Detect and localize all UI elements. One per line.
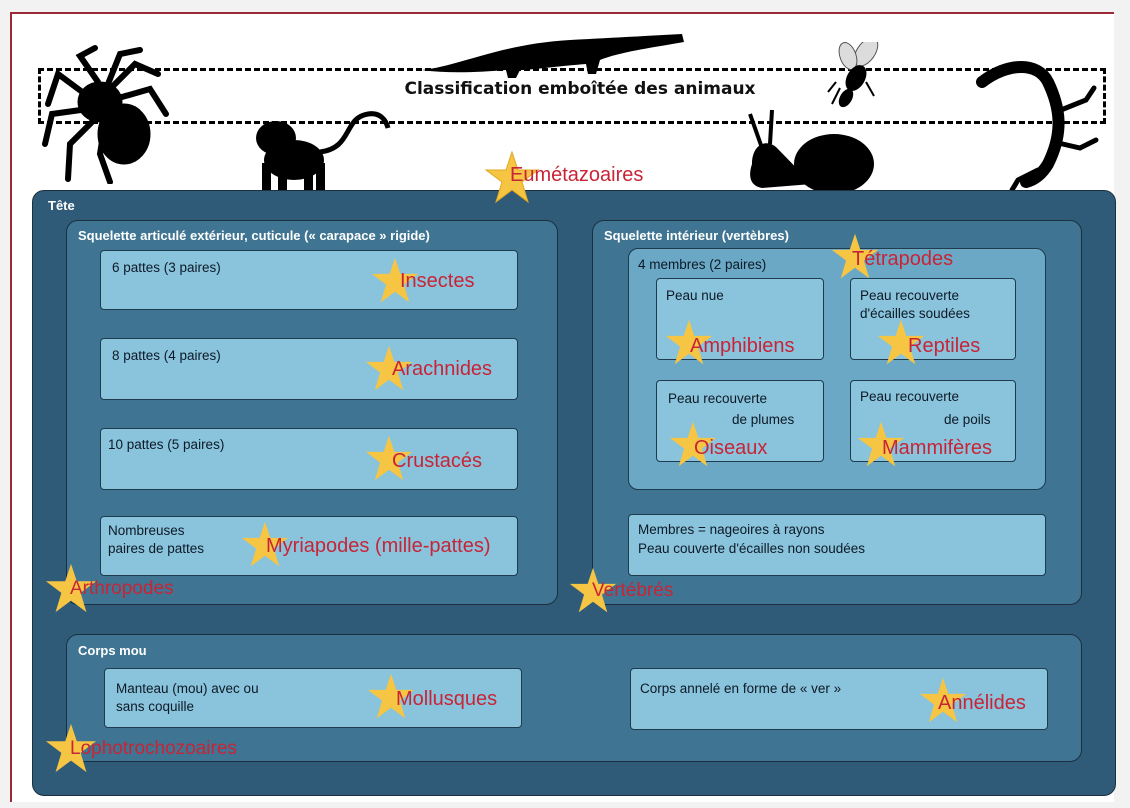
desc-insectes: 6 pattes (3 paires) [112,260,221,275]
star-icon [241,521,289,567]
title-box [38,68,1106,124]
star-icon [665,319,713,365]
star-icon [877,319,925,365]
star-icon [365,345,413,391]
desc-myriapodes-1: Nombreuses [108,523,185,538]
spider-icon [42,45,169,184]
desc-fish-2: Peau couverte d'écailles non soudées [638,541,865,556]
vertebrates-header: Squelette intérieur (vertèbres) [604,228,789,243]
monkey-icon [256,111,391,195]
taxon-oiseaux: Oiseaux [694,437,768,459]
wasp-icon [827,42,879,108]
box-annelides [630,668,1048,730]
box-poissons [628,514,1046,576]
tetrapods-header: 4 membres (2 paires) [638,257,767,272]
star-icon [484,150,540,204]
star-icon [857,421,905,467]
desc-reptiles-2: d'écailles soudées [860,306,970,321]
box-reptiles [850,278,1016,360]
taxon-crustaces: Crustacés [392,450,483,472]
arthropods-header: Squelette articulé extérieur, cuticule (… [78,228,430,243]
star-icon [919,677,967,723]
desc-mammiferes-2: de poils [944,412,991,427]
taxon-vertebres: Vertébrés [592,580,674,601]
desc-annelides: Corps annelé en forme de « ver » [640,681,842,696]
taxon-insectes: Insectes [400,270,475,292]
box-crustaces [100,428,518,490]
desc-arachnides: 8 pattes (4 paires) [112,348,221,363]
desc-amphibiens: Peau nue [666,288,724,303]
tete-label: Tête [48,198,75,213]
taxon-annelides: Annélides [938,692,1026,714]
snail-icon [748,109,874,194]
star-icon [365,435,413,481]
taxon-amphibiens: Amphibiens [690,335,795,357]
desc-mollusques-2: sans coquille [116,699,195,714]
diagram-title: Classification emboîtée des animaux [404,79,756,99]
desc-reptiles-1: Peau recouverte [860,288,960,303]
taxon-reptiles: Reptiles [908,335,981,357]
star-icon [45,723,97,773]
lizard-icon [976,61,1099,192]
taxon-arachnides: Arachnides [392,358,493,380]
taxon-tetrapodes: Tétrapodes [852,248,954,270]
box-myriapodes [100,516,518,576]
box-mollusques [104,668,522,728]
star-icon [45,563,97,613]
desc-mollusques-1: Manteau (mou) avec ou [116,681,259,696]
desc-mammiferes-1: Peau recouverte [860,389,960,404]
taxon-mollusques: Mollusques [396,688,498,710]
taxon-eumetazoaires: Eumétazoaires [510,164,644,186]
taxon-myriapodes: Myriapodes (mille-pattes) [266,535,491,557]
star-icon [367,673,415,719]
desc-oiseaux-2: de plumes [732,412,795,427]
corps-mou-label: Corps mou [78,643,147,658]
desc-crustaces: 10 pattes (5 paires) [108,437,225,452]
box-arachnides [100,338,518,400]
desc-myriapodes-2: paires de pattes [108,541,205,556]
taxon-mammiferes: Mammifères [882,437,993,459]
taxon-lophotrochozoaires: Lophotrochozoaires [70,738,237,759]
star-icon [669,421,717,467]
taxon-arthropodes: Arthropodes [70,578,174,599]
desc-oiseaux-1: Peau recouverte [668,391,768,406]
crocodile-icon [422,34,684,78]
star-icon [831,233,879,279]
desc-fish-1: Membres = nageoires à rayons [638,522,825,537]
star-icon [569,567,617,613]
star-icon [371,257,419,303]
box-insectes [100,250,518,310]
